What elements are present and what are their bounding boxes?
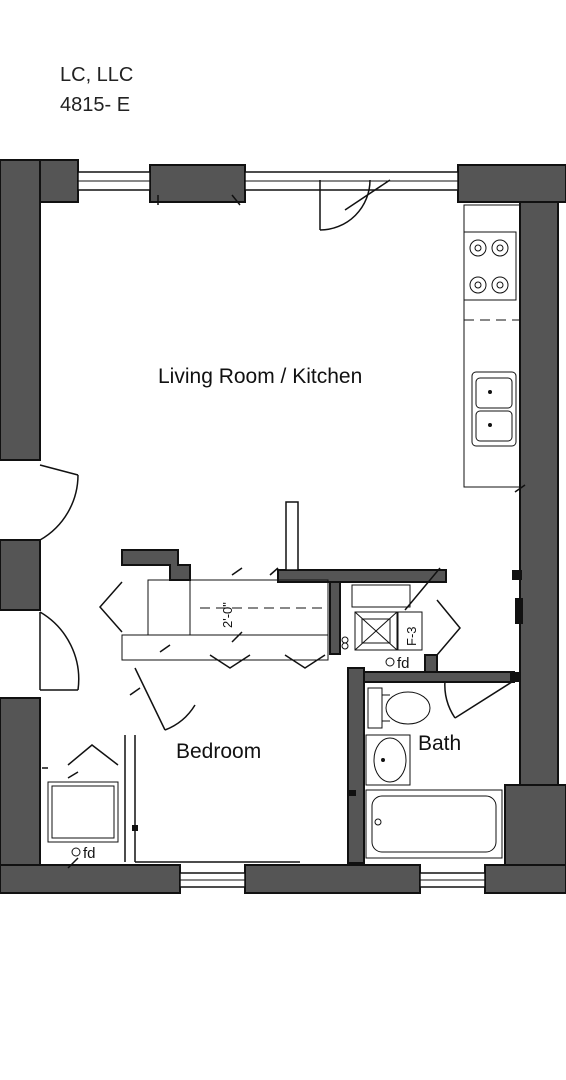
kitchen	[463, 204, 521, 488]
closet-doors: 2'-0"	[99, 581, 326, 669]
bathtub-icon	[365, 789, 503, 859]
closet-dimension: 2'-0"	[220, 602, 235, 628]
water-heater-icon	[354, 611, 398, 651]
exterior-walls	[0, 159, 566, 894]
company-name: LC, LLC	[60, 64, 134, 86]
range-icon	[463, 231, 517, 301]
kitchen-sink-icon	[471, 371, 517, 447]
interior-walls	[121, 480, 521, 864]
dimension-ticks	[67, 194, 526, 869]
floor-drain-label-closet: fd	[397, 655, 410, 672]
furnace-tag: F-3	[404, 627, 419, 647]
room-label-bedroom: Bedroom	[176, 740, 261, 763]
toilet-icon	[367, 687, 431, 729]
room-label-bath: Bath	[418, 732, 461, 755]
lavatory-sink-icon	[365, 734, 411, 786]
doors	[39, 179, 516, 863]
windows	[77, 171, 486, 888]
floor-drain-label-laundry: fd	[83, 845, 96, 862]
furnace-closet: F-3 fd	[341, 567, 461, 672]
unit-number: 4815- E	[60, 94, 131, 116]
bath-fixtures	[365, 687, 503, 859]
room-label-living-kitchen: Living Room / Kitchen	[158, 365, 362, 388]
laundry-area: fd	[42, 744, 119, 862]
